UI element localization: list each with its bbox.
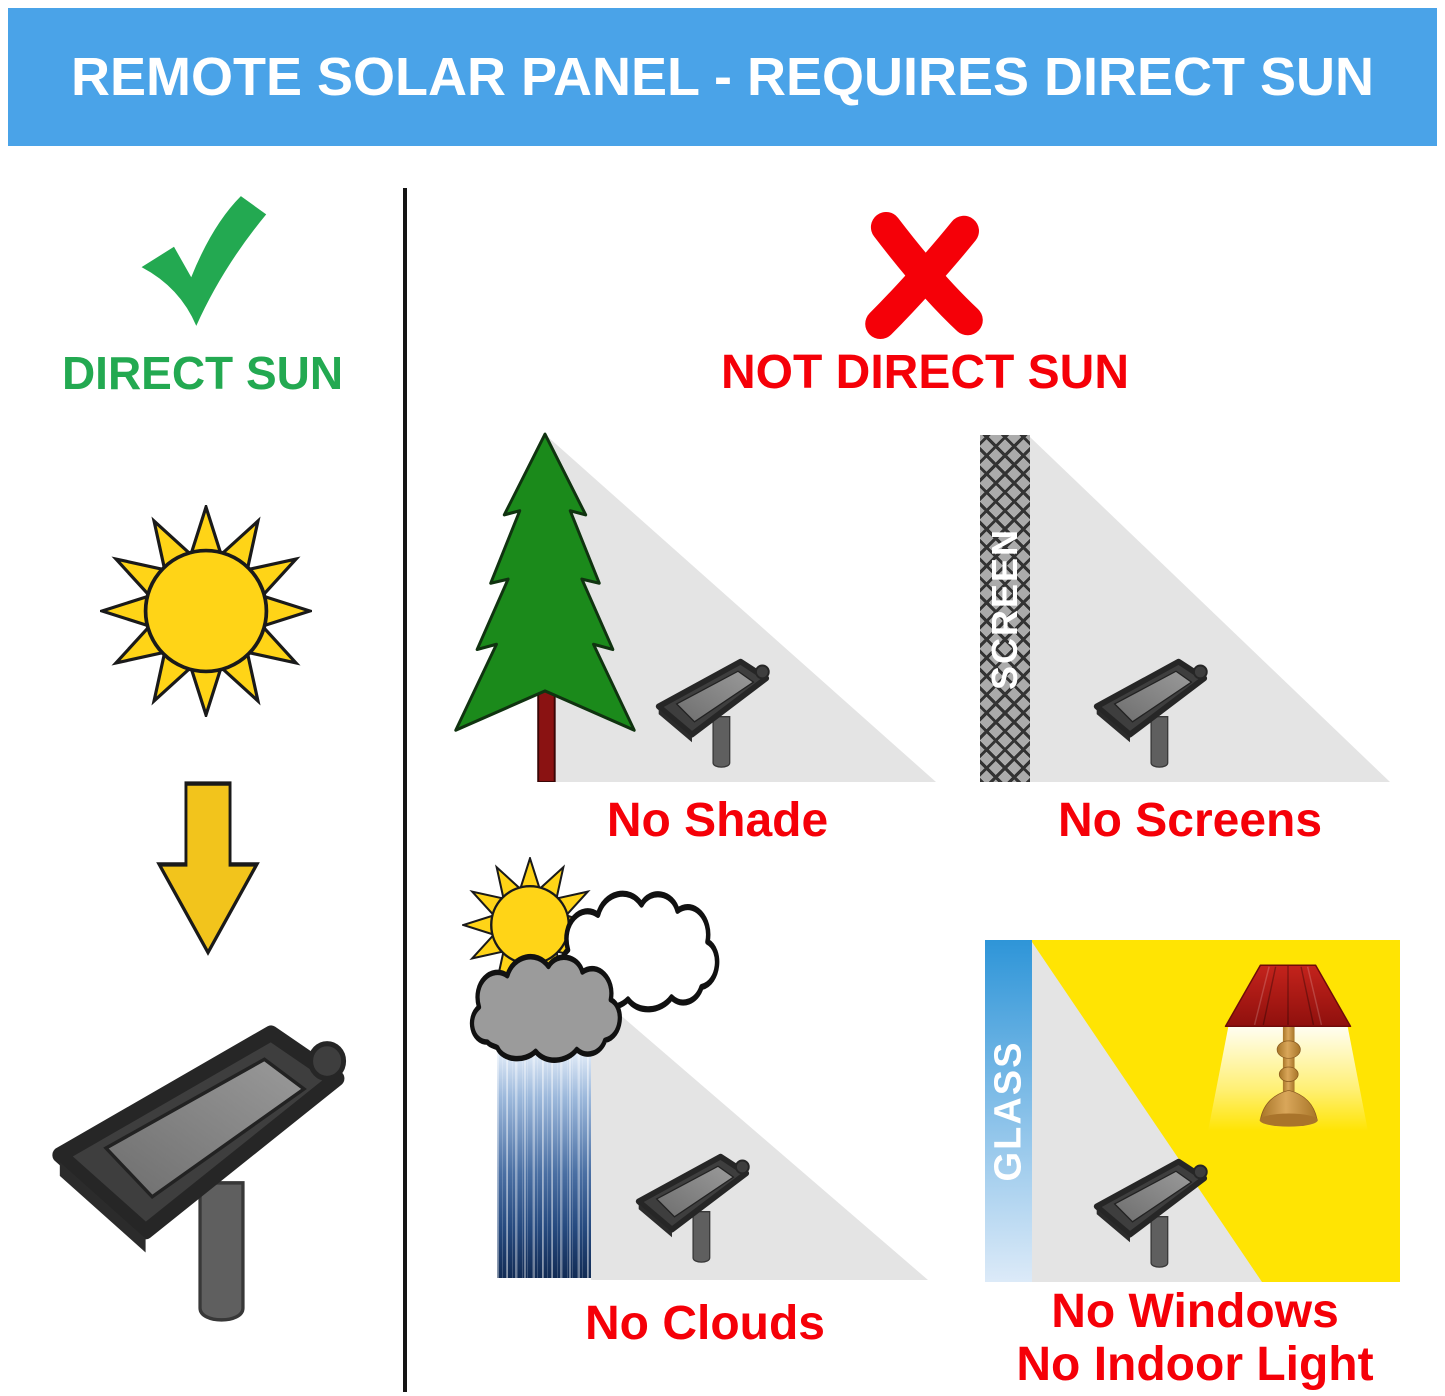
check-icon xyxy=(141,196,267,326)
glass-bar-label: GLASS xyxy=(987,1040,1029,1182)
caption-no-screens: No Screens xyxy=(1057,794,1323,847)
direct-sun-label: DIRECT SUN xyxy=(61,347,344,399)
page-title: REMOTE SOLAR PANEL - REQUIRES DIRECT SUN xyxy=(70,47,1375,107)
gray-cloud-icon xyxy=(462,948,632,1068)
caption-no-windows-line2: No Indoor Light xyxy=(1016,1337,1374,1391)
solar-panel-icon-screens xyxy=(1088,645,1218,773)
caption-no-windows: No Windows No Indoor Light xyxy=(985,1285,1405,1392)
x-icon xyxy=(865,212,983,340)
screen-bar-label: SCREEN xyxy=(984,527,1025,690)
solar-panel-icon-large xyxy=(40,988,370,1336)
rain-column xyxy=(497,1046,591,1278)
solar-panel-icon-windows xyxy=(1088,1145,1218,1273)
title-banner: REMOTE SOLAR PANEL - REQUIRES DIRECT SUN xyxy=(8,8,1437,146)
screen-mesh-bar: SCREEN xyxy=(980,435,1030,782)
caption-no-shade: No Shade xyxy=(606,794,829,847)
sun-icon xyxy=(100,505,312,717)
not-direct-sun-label: NOT DIRECT SUN xyxy=(721,346,1129,399)
caption-no-clouds: No Clouds xyxy=(585,1297,825,1350)
solar-panel-icon-clouds xyxy=(630,1140,760,1268)
down-arrow-icon xyxy=(156,781,260,956)
solar-panel-icon-shade xyxy=(650,645,780,773)
caption-no-windows-line1: No Windows xyxy=(1051,1285,1339,1338)
table-lamp-icon xyxy=(1208,964,1368,1132)
glass-window-bar: GLASS xyxy=(985,940,1032,1282)
pine-tree-icon xyxy=(454,432,636,782)
column-divider xyxy=(403,188,407,1392)
